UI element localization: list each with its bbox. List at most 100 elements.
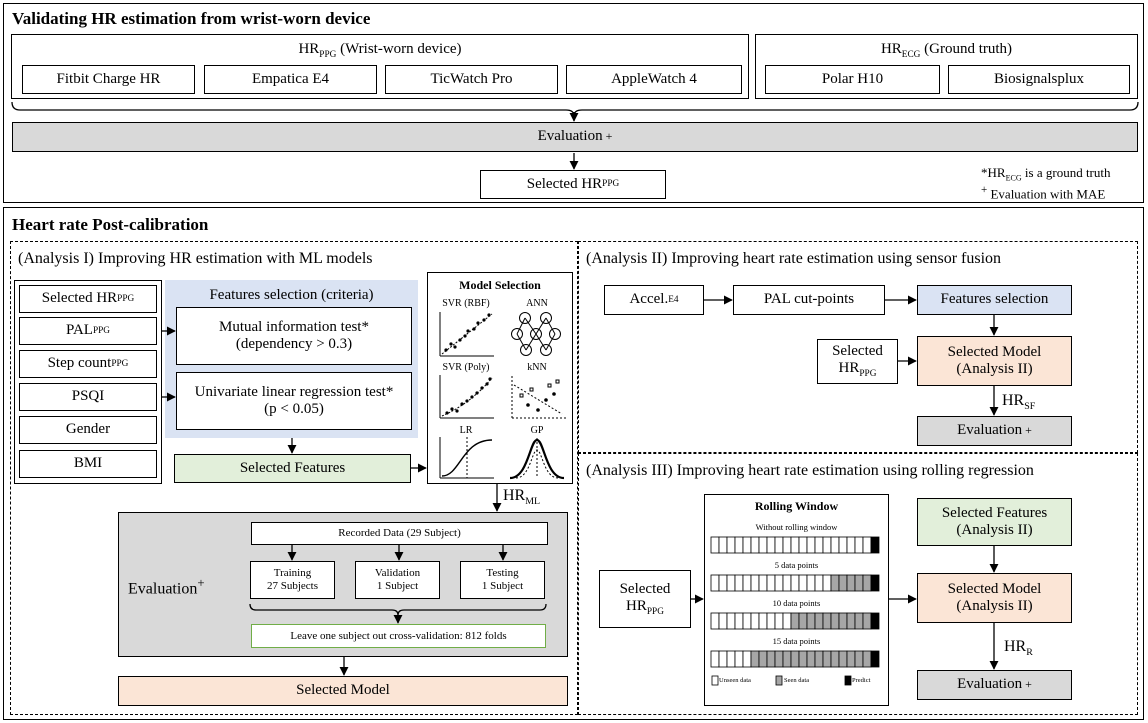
loocv-box: Leave one subject out cross-validation: … (251, 624, 546, 648)
rolling-row-2-predict-cell (870, 612, 880, 630)
rolling-row-0-unseen-cell (710, 536, 720, 554)
hr-sf-label: HRSF (1002, 392, 1036, 413)
knn-icon (511, 376, 566, 419)
rolling-row-3-unseen-cell (718, 650, 728, 668)
section-post-calibration-title: Heart rate Post-calibration (12, 215, 209, 234)
legend-unseen-swatch (711, 675, 719, 686)
hr-ml-label: HRML (503, 487, 541, 508)
pal-cutpoints-box: PAL cut-points (733, 285, 885, 315)
rolling-row-3-seen-cell (806, 650, 816, 668)
rolling-row-2-seen-cell (814, 612, 824, 630)
model-label-svr-poly: SVR (Poly) (442, 362, 490, 373)
rolling-row-2-seen-cell (790, 612, 800, 630)
section-post-calibration (3, 207, 1144, 720)
rolling-row-1-seen-cell (830, 574, 840, 592)
selected-features-a3: Selected Features(Analysis II) (917, 498, 1072, 546)
rolling-window-cells (710, 536, 880, 668)
rolling-row-0-unseen-cell (782, 536, 792, 554)
rolling-row-0-unseen-cell (862, 536, 872, 554)
rolling-row-0-unseen-cell (718, 536, 728, 554)
rolling-row-label-3: 15 data points (772, 636, 821, 646)
hr-r-label: HRR (1004, 638, 1033, 659)
rolling-row-0-unseen-cell (814, 536, 824, 554)
legend-unseen: Unseen data (719, 677, 751, 684)
svr-rbf-icon (439, 312, 494, 357)
rolling-row-2-unseen-cell (766, 612, 776, 630)
rolling-row-3-seen-cell (830, 650, 840, 668)
rolling-row-1-unseen-cell (814, 574, 824, 592)
rolling-row-2-seen-cell (830, 612, 840, 630)
rolling-row-0-unseen-cell (750, 536, 760, 554)
rolling-row-3-seen-cell (822, 650, 832, 668)
rolling-row-1-unseen-cell (782, 574, 792, 592)
device-applewatch: AppleWatch 4 (566, 65, 742, 94)
features-selection-box: Features selection (917, 285, 1072, 315)
rolling-row-0-unseen-cell (830, 536, 840, 554)
rolling-row-0-unseen-cell (734, 536, 744, 554)
analysis1-panel (10, 241, 578, 715)
section-validation (3, 3, 1144, 203)
input-bmi: BMI (19, 450, 157, 478)
legend-predict: Predict (852, 677, 871, 684)
model-label-lr: LR (459, 425, 473, 436)
rolling-row-2-seen-cell (854, 612, 864, 630)
note-mae: + Evaluation with MAE (981, 184, 1106, 202)
rolling-row-1-unseen-cell (710, 574, 720, 592)
model-label-svr-rbf: SVR (RBF) (442, 298, 490, 309)
model-label-knn: kNN (527, 362, 547, 373)
rolling-row-3-seen-cell (758, 650, 768, 668)
rolling-row-3-seen-cell (846, 650, 856, 668)
legend-predict-swatch (844, 675, 852, 686)
selected-model-a2: Selected Model(Analysis II) (917, 336, 1072, 386)
lr-icon (439, 437, 494, 479)
selected-model-box: Selected Model (118, 676, 568, 706)
rolling-row-0-unseen-cell (838, 536, 848, 554)
analysis2-title: (Analysis II) Improving heart rate estim… (586, 250, 1002, 267)
evaluation-box: Evaluation+ (12, 122, 1138, 152)
rolling-row-0-unseen-cell (846, 536, 856, 554)
input-psqi: PSQI (19, 383, 157, 411)
rolling-row-3-unseen-cell (742, 650, 752, 668)
rolling-row-1-seen-cell (862, 574, 872, 592)
rolling-row-2-unseen-cell (710, 612, 720, 630)
rolling-row-1-seen-cell (854, 574, 864, 592)
rolling-row-3-seen-cell (766, 650, 776, 668)
accel-box: Accel.E4 (604, 285, 704, 315)
rolling-row-2-unseen-cell (718, 612, 728, 630)
rolling-row-2-seen-cell (846, 612, 856, 630)
rolling-row-2-seen-cell (862, 612, 872, 630)
device-brace (11, 101, 1139, 117)
rolling-row-2-unseen-cell (734, 612, 744, 630)
rolling-row-1-unseen-cell (750, 574, 760, 592)
rolling-row-1-unseen-cell (766, 574, 776, 592)
selected-features-box: Selected Features (174, 454, 411, 483)
rolling-row-3-seen-cell (750, 650, 760, 668)
rolling-row-0-unseen-cell (766, 536, 776, 554)
rolling-row-0-unseen-cell (806, 536, 816, 554)
evaluation-a3: Evaluation+ (917, 670, 1072, 700)
rolling-row-2-unseen-cell (726, 612, 736, 630)
rolling-row-1-predict-cell (870, 574, 880, 592)
rolling-row-3-seen-cell (854, 650, 864, 668)
rolling-row-1-unseen-cell (734, 574, 744, 592)
device-empatica: Empatica E4 (204, 65, 377, 94)
rolling-row-3-unseen-cell (734, 650, 744, 668)
model-selection-title: Model Selection (459, 278, 541, 292)
rolling-row-1-unseen-cell (774, 574, 784, 592)
rolling-row-0-unseen-cell (726, 536, 736, 554)
ppg-device-group (11, 34, 749, 99)
rolling-row-0-predict-cell (870, 536, 880, 554)
note-ground-truth: *HRECG is a ground truth (981, 165, 1111, 183)
rolling-row-3-seen-cell (814, 650, 824, 668)
evaluation-panel-label: Evaluation+ (128, 576, 205, 598)
rolling-window-title: Rolling Window (754, 499, 839, 513)
rolling-row-2-unseen-cell (750, 612, 760, 630)
